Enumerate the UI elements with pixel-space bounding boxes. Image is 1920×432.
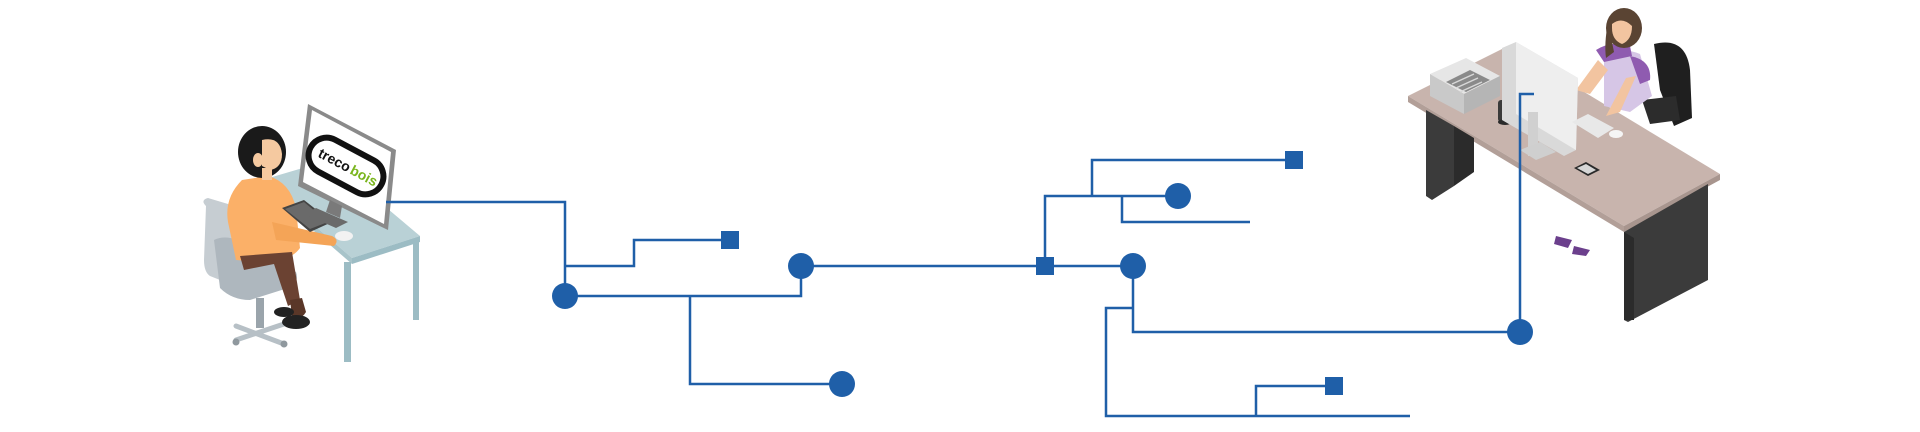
node-square-junction — [1036, 257, 1054, 275]
right-monitor — [1502, 42, 1578, 160]
node-circle-right-desk — [1507, 319, 1533, 345]
node-circle-upper-right — [1165, 183, 1191, 209]
left-keyboard — [282, 200, 353, 241]
edge-hub-to-center — [565, 266, 803, 298]
fax-machine — [1430, 58, 1500, 114]
edge-hub-branch-upper — [565, 238, 730, 268]
right-worker-illustration — [1408, 8, 1720, 322]
edge-hub-branch-lower — [688, 296, 842, 386]
node-circle-hub — [552, 283, 578, 309]
left-monitor: treco bois — [298, 104, 396, 230]
node-square-upper-left — [721, 231, 739, 249]
node-square-bottom-right — [1325, 377, 1343, 395]
node-circle-center-right — [1120, 253, 1146, 279]
left-person — [227, 126, 337, 329]
edge-upper-tree-stub — [1120, 196, 1250, 224]
right-person — [1554, 8, 1652, 256]
edge-junction-to-upper-tree — [1043, 194, 1178, 266]
network-nodes — [552, 151, 1533, 397]
edge-upper-tree-top — [1090, 158, 1294, 196]
left-worker-illustration: treco bois — [203, 104, 420, 362]
edge-lower-tree — [1104, 306, 1410, 418]
edge-lower-tree-branch — [1254, 384, 1334, 416]
right-keyboard — [1572, 114, 1623, 138]
smartphone — [1574, 162, 1600, 176]
network-connections — [386, 92, 1534, 418]
node-circle-center-left — [788, 253, 814, 279]
node-circle-bottom-left — [829, 371, 855, 397]
edge-left-monitor-to-hub — [386, 200, 567, 294]
node-square-top-right — [1285, 151, 1303, 169]
right-chair — [1642, 42, 1692, 126]
